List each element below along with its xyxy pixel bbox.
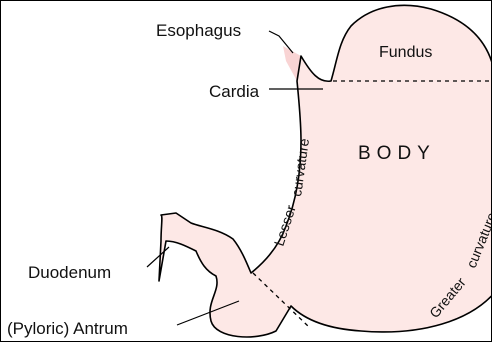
label-body: BODY [358, 143, 436, 164]
label-cardia: Cardia [209, 82, 260, 101]
label-antrum: (Pyloric) Antrum [7, 319, 128, 338]
label-esophagus: Esophagus [156, 21, 241, 40]
label-duodenum: Duodenum [28, 263, 111, 282]
label-fundus: Fundus [379, 44, 432, 61]
stomach-outline [159, 5, 492, 337]
duodenum-leader [147, 247, 169, 267]
